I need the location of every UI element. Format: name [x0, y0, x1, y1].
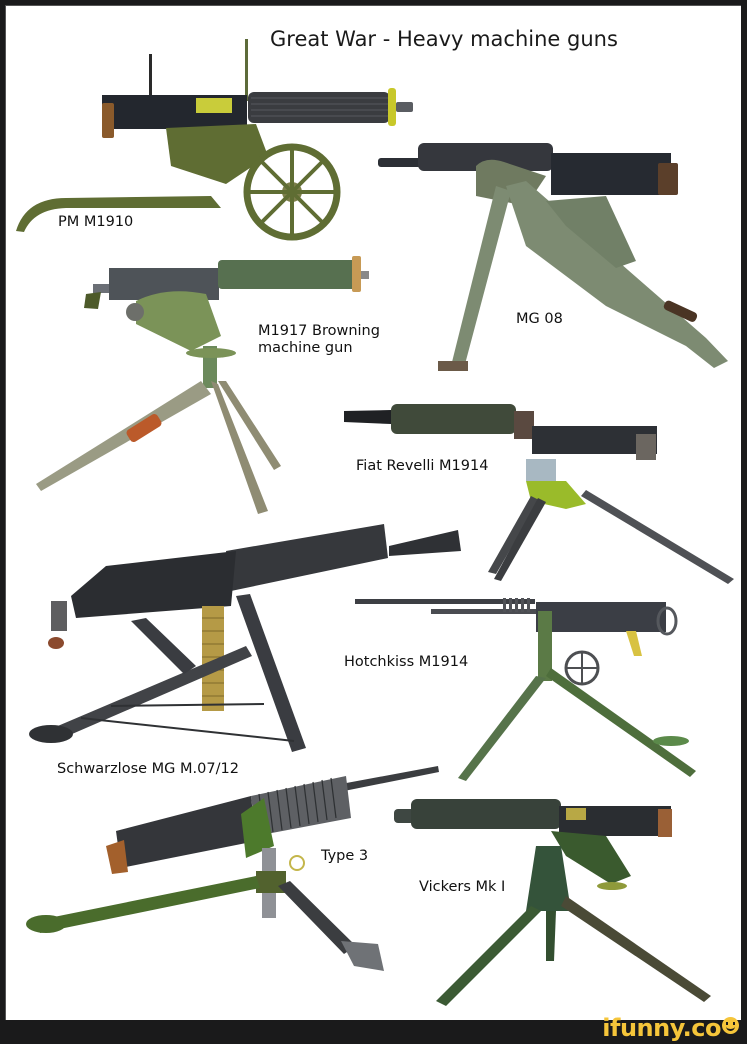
mg-08-label: MG 08	[516, 311, 563, 327]
hotchkiss-m1914-illustration	[355, 598, 696, 781]
m1917-browning-label: M1917 Browning machine gun	[258, 323, 380, 357]
fiat-revelli-m1914-label: Fiat Revelli M1914	[356, 458, 489, 474]
watermark-text: ifunny.co	[602, 1014, 721, 1042]
type-3-illustration	[26, 766, 439, 971]
m1917-label-line1: M1917 Browning	[258, 323, 380, 339]
poster-panel: Great War - Heavy machine guns PM M1910	[5, 5, 741, 1020]
m1917-label-line2: machine gun	[258, 340, 353, 356]
type-3-label: Type 3	[321, 848, 369, 864]
smiley-icon	[722, 1017, 739, 1034]
schwarzlose-label: Schwarzlose MG M.07/12	[57, 761, 239, 777]
fiat-revelli-m1914-illustration	[344, 404, 734, 584]
pm-m1910-label: PM M1910	[58, 214, 134, 230]
vickers-mk-i-illustration	[394, 799, 711, 1006]
ifunny-watermark: ifunny.co	[602, 1014, 739, 1042]
schwarzlose-illustration	[29, 524, 461, 752]
page-title: Great War - Heavy machine guns	[270, 27, 618, 51]
mg-08-illustration	[378, 143, 728, 371]
m1917-browning-illustration	[36, 256, 369, 514]
hotchkiss-m1914-label: Hotchkiss M1914	[344, 654, 469, 670]
vickers-mk-i-label: Vickers Mk I	[419, 879, 506, 895]
bottom-bar	[0, 1020, 747, 1044]
pm-m1910-illustration	[16, 39, 413, 241]
